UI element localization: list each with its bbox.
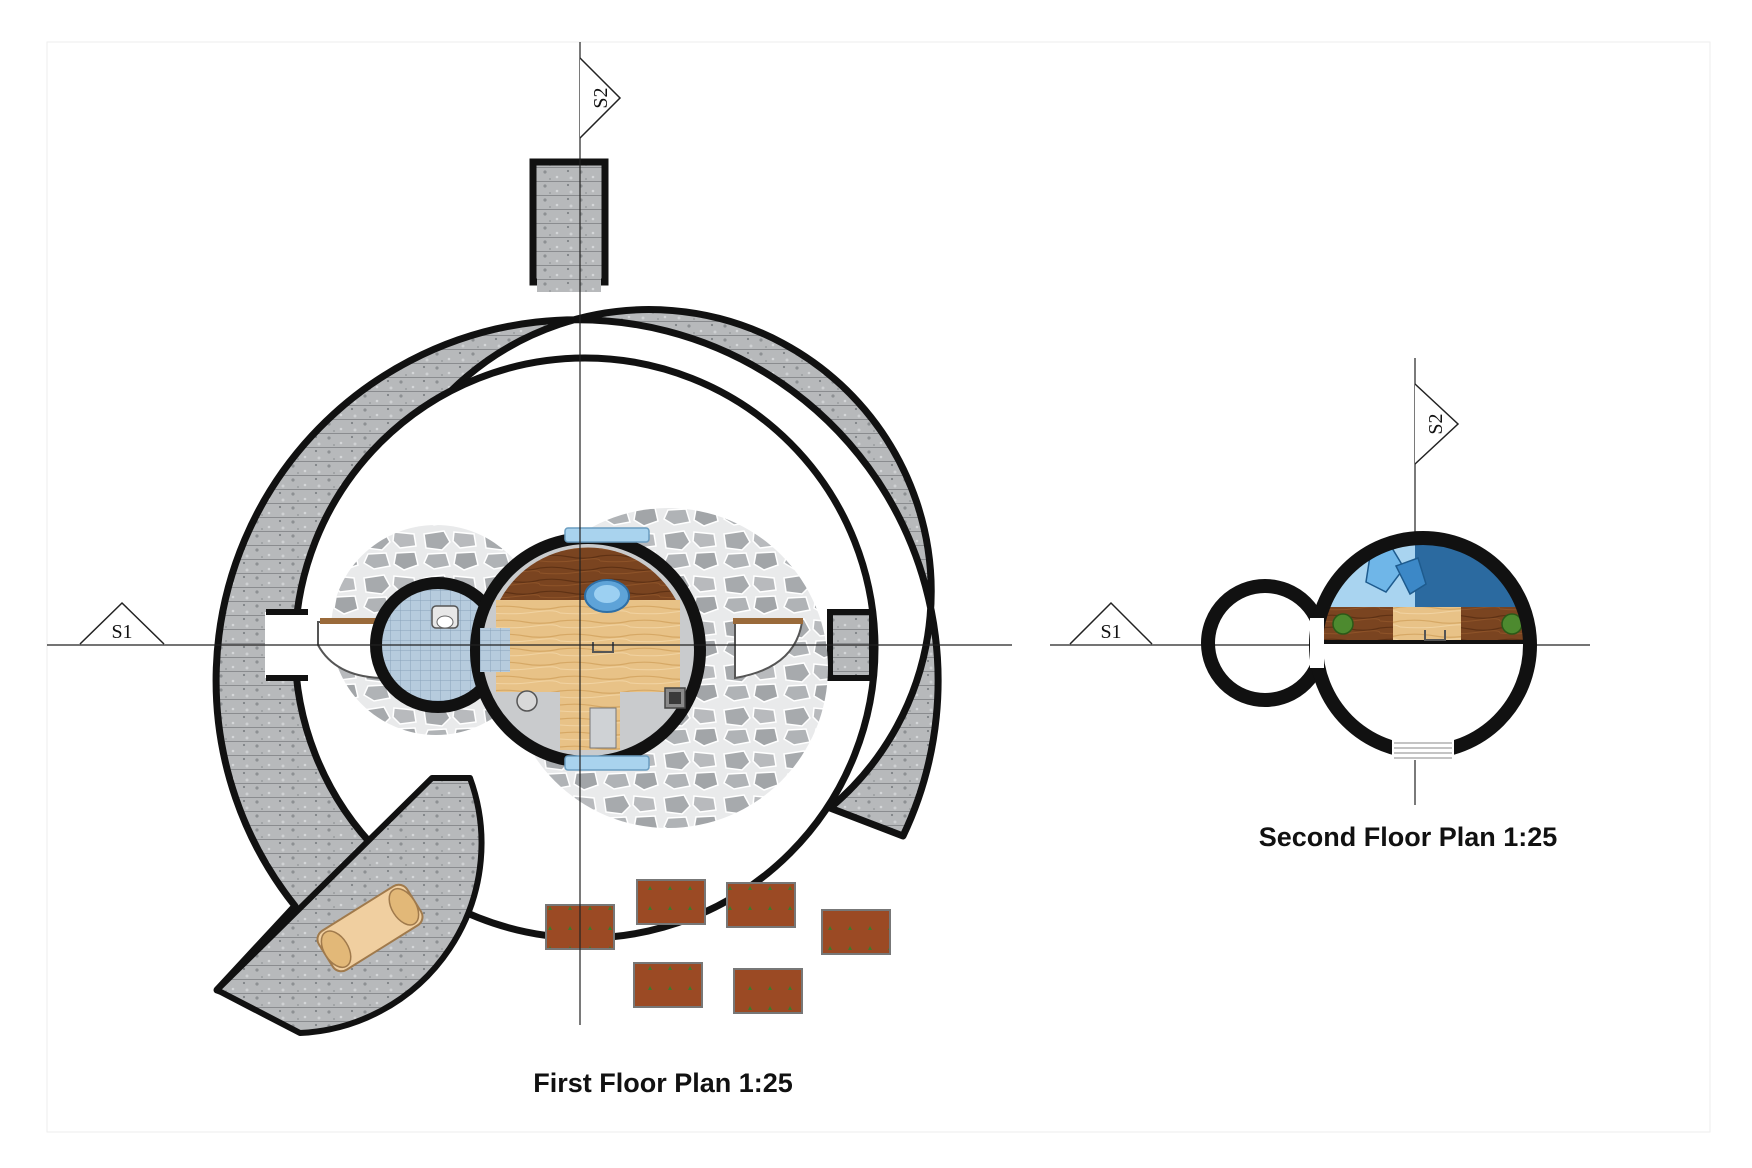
section-marker-s1-second: S1	[1069, 601, 1153, 645]
planter-box	[821, 909, 891, 955]
daybed	[316, 883, 424, 973]
svg-text:S1: S1	[111, 621, 132, 643]
planter-box	[636, 879, 706, 925]
second-floor-plan: S2 S1	[1050, 358, 1590, 805]
svg-text:S2: S2	[1425, 413, 1447, 434]
svg-text:S2: S2	[590, 87, 612, 108]
section-marker-s2-first: S2	[579, 57, 622, 139]
window-bottom	[564, 755, 650, 771]
sheet-border	[46, 41, 1711, 1133]
planter-box	[733, 968, 803, 1014]
light-wood-band	[1393, 607, 1461, 643]
window-top	[564, 527, 650, 543]
stair-opening	[1392, 740, 1454, 760]
svg-text:S1: S1	[1100, 621, 1121, 643]
first-floor-plan-title: First Floor Plan 1:25	[533, 1068, 793, 1098]
plant-icon	[1332, 613, 1354, 635]
top-stone-column	[529, 158, 609, 286]
planter-box	[633, 962, 703, 1008]
light-wood-floor	[496, 600, 680, 692]
first-floor-plan: S2 S1	[47, 42, 1012, 1036]
sink-icon	[516, 690, 538, 712]
planter-box	[726, 882, 796, 928]
section-marker-s2-second: S2	[1414, 383, 1460, 465]
lower-stone-wing	[214, 775, 485, 1036]
small-ring-wall	[1201, 579, 1329, 707]
section-marker-s1-first: S1	[79, 601, 165, 645]
second-floor-plan-title: Second Floor Plan 1:25	[1258, 822, 1558, 852]
right-deck	[734, 621, 804, 680]
